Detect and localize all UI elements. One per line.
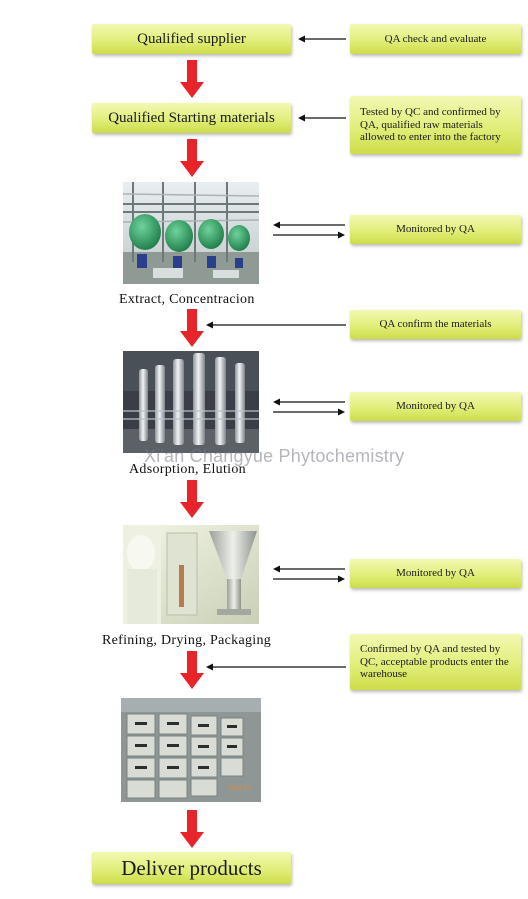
left-arrow-qa-check [298,35,346,43]
caption-adsorption: Adsorption, Elution [129,462,246,477]
step-label: Qualified Starting materials [108,109,275,126]
left-arrow-qa-confirm [206,321,346,329]
note-confirmed-warehouse: Confirmed by QA and tested by QC, accept… [350,634,521,690]
warehouse-cabinets-photo: 2006 1 2 [121,698,261,802]
step-label: Deliver products [121,855,262,880]
extraction-plant-photo [123,182,259,284]
note-monitored-refining: Monitored by QA [350,559,521,588]
down-arrow-2 [180,139,204,177]
step-deliver-products: Deliver products [92,852,291,884]
down-arrow-6 [180,810,204,848]
note-label: Confirmed by QA and tested by QC, accept… [360,643,509,681]
note-label: Monitored by QA [396,223,475,236]
note-label: QA confirm the materials [379,318,492,331]
note-label: Tested by QC and confirmed by QA, qualif… [360,106,501,144]
caption-extract: Extract, Concentracion [119,292,255,307]
adsorption-columns-photo [123,351,259,453]
note-qa-check: QA check and evaluate [350,24,521,54]
refining-room-photo [123,525,259,624]
double-arrow-extract [273,221,345,239]
step-qualified-supplier: Qualified supplier [92,24,291,54]
left-arrow-tested-qc [298,114,346,122]
step-qualified-materials: Qualified Starting materials [92,103,291,133]
left-arrow-warehouse [206,663,346,671]
note-label: QA check and evaluate [384,32,487,45]
note-tested-qc: Tested by QC and confirmed by QA, qualif… [350,96,521,154]
step-label: Qualified supplier [137,30,246,47]
caption-refining: Refining, Drying, Packaging [102,633,272,648]
down-arrow-1 [180,60,204,98]
down-arrow-4 [180,480,204,518]
watermark-text: Xi'an Changyue Phytochemistry [144,446,405,466]
note-label: Monitored by QA [396,400,475,413]
note-monitored-extract: Monitored by QA [350,215,521,244]
double-arrow-refining [273,565,345,583]
down-arrow-5 [180,651,204,689]
double-arrow-adsorption [273,398,345,416]
photo-date-stamp: 2006 1 2 [228,786,252,792]
note-qa-confirm: QA confirm the materials [350,310,521,339]
down-arrow-3 [180,309,204,347]
note-label: Monitored by QA [396,567,475,580]
note-monitored-adsorption: Monitored by QA [350,392,521,421]
